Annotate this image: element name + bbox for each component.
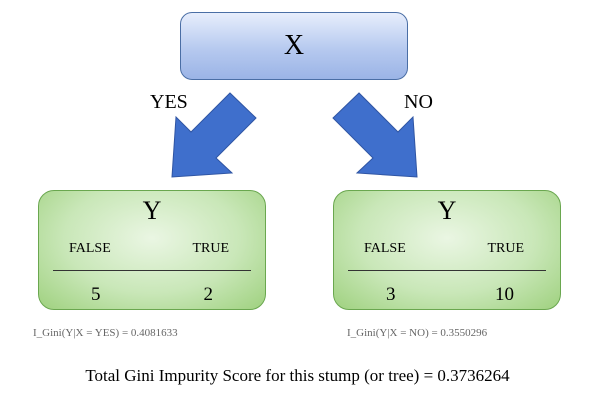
no-branch-label: NO xyxy=(404,91,433,113)
leaf-node-no: Y FALSE TRUE 3 10 xyxy=(333,190,561,310)
true-count: 2 xyxy=(203,284,214,305)
true-count: 10 xyxy=(495,284,514,305)
total-gini-score: Total Gini Impurity Score for this stump… xyxy=(85,366,510,385)
true-column-header: TRUE xyxy=(487,241,524,256)
divider xyxy=(348,270,546,271)
left-arrow-icon xyxy=(171,92,257,178)
root-node: X xyxy=(180,12,408,80)
false-count: 3 xyxy=(386,284,396,305)
leaf-title: Y xyxy=(142,196,162,225)
right-arrow-icon xyxy=(332,92,418,178)
false-column-header: FALSE xyxy=(69,241,111,256)
leaf-title: Y xyxy=(437,196,457,225)
gini-formula-yes: I_Gini(Y|X = YES) = 0.4081633 xyxy=(33,327,178,339)
yes-branch-label: YES xyxy=(150,91,188,113)
true-column-header: TRUE xyxy=(192,241,229,256)
gini-formula-no: I_Gini(Y|X = NO) = 0.3550296 xyxy=(347,327,488,339)
divider xyxy=(53,270,251,271)
root-label: X xyxy=(283,30,305,61)
false-column-header: FALSE xyxy=(364,241,406,256)
leaf-node-yes: Y FALSE TRUE 5 2 xyxy=(38,190,266,310)
false-count: 5 xyxy=(91,284,101,305)
